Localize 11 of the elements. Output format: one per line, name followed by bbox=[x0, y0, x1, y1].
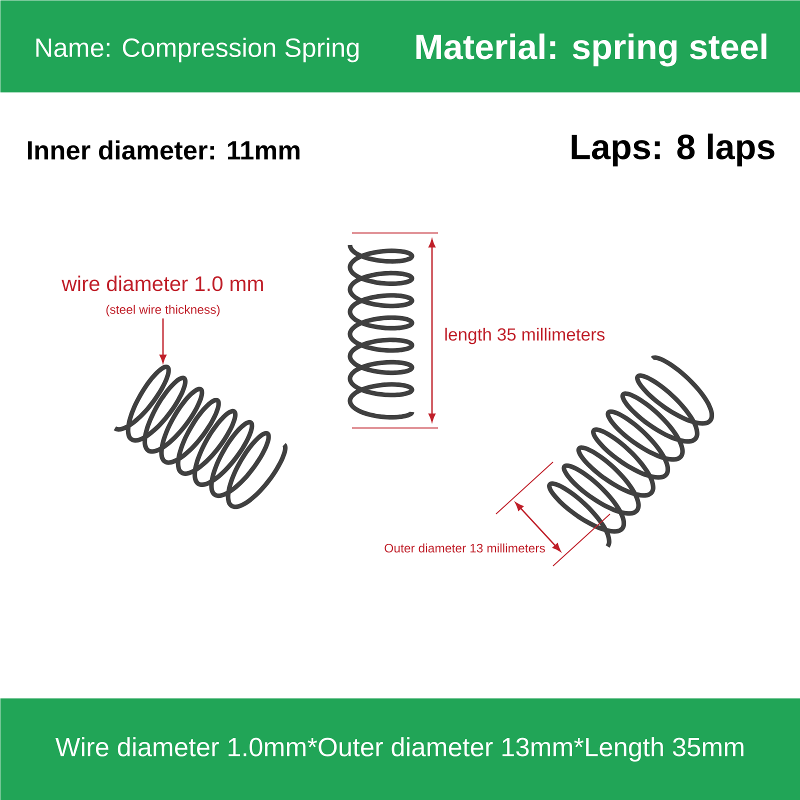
leader-line bbox=[160, 318, 166, 363]
dimension-label: length 35 millimeters bbox=[442, 326, 607, 346]
header-band bbox=[0, 0, 800, 92]
header-text: Material: spring steel bbox=[416, 34, 766, 66]
callout-text: wire diameter 1.0 mm (steel wire thickness) bbox=[62, 276, 263, 316]
dimension-label: Outer diameter 13 millimeters bbox=[382, 542, 548, 554]
header-text: Name: Compression Spring bbox=[36, 38, 359, 62]
info-text: Inner diameter: 11mm bbox=[28, 140, 300, 160]
footer-band: Wire diameter 1.0mm*Outer diameter 13mm*Length 35mm bbox=[0, 698, 800, 800]
info-text: Laps: 8 laps bbox=[572, 134, 774, 166]
spring-drawing bbox=[114, 364, 288, 510]
